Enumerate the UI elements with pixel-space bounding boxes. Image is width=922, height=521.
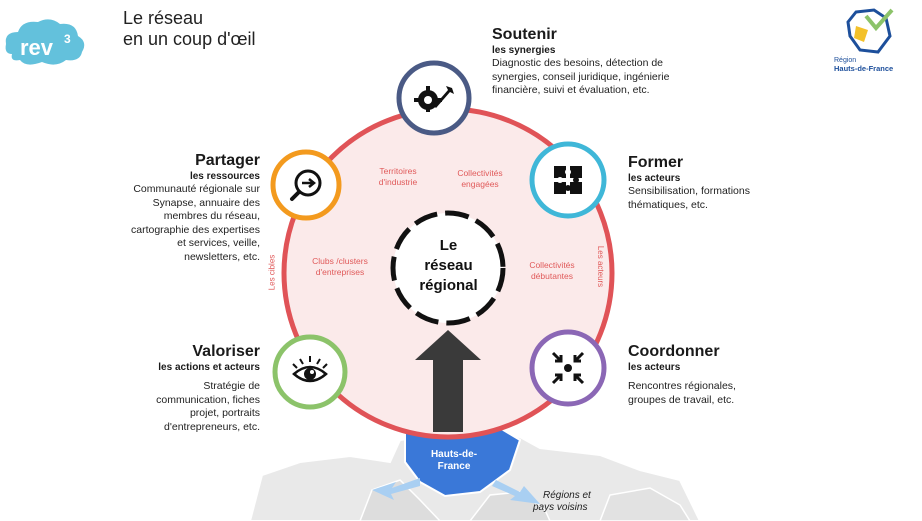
partager-node (270, 149, 342, 221)
soutenir-node (396, 60, 472, 136)
soutenir-desc-line: financière, suivi et évaluation, etc. (492, 84, 650, 96)
rev3-logo-sup: 3 (64, 32, 71, 46)
eye-icon (292, 356, 328, 383)
ring-label-ce-line2: engagées (461, 179, 499, 189)
rev3-logo: rev 3 (5, 19, 85, 65)
ring-label-cd-line2: débutantes (530, 271, 574, 281)
ring-label-clubs-line2: d'entreprises (315, 267, 365, 277)
center-line2: réseau (424, 257, 473, 274)
soutenir-title: Soutenir (492, 26, 557, 43)
arrow-right-neighbor (492, 480, 540, 504)
partager-desc-line: cartographie des expertises (131, 223, 260, 236)
valoriser-desc-line: projet, portraits (189, 407, 260, 419)
ring-label-ce-line1: Collectivités (457, 168, 503, 178)
center-line1: Le (439, 237, 458, 254)
ring-label-territoires-line2: d'industrie (378, 177, 418, 187)
region-hdf-logo (846, 8, 894, 54)
former-block: Former les acteurs Sensibilisation, form… (628, 154, 808, 212)
former-description: Sensibilisation, formations thématiques,… (628, 185, 808, 212)
hdf-label-line1: Hauts-de- (430, 449, 478, 460)
coordonner-block: Coordonner les acteurs Rencontres région… (628, 343, 808, 407)
ring-label-collectivites-debutantes: Collectivités débutantes (507, 260, 597, 282)
valoriser-desc-line: communication, fiches (156, 393, 260, 406)
coordonner-desc-line: Rencontres régionales, (628, 380, 736, 392)
hdf-label-line2: France (437, 461, 471, 472)
coordonner-description: Rencontres régionales, groupes de travai… (628, 380, 808, 407)
ring-label-clubs: Clubs /clusters d'entreprises (290, 256, 390, 278)
partager-desc-line: membres du réseau, (163, 210, 260, 222)
soutenir-subtitle: les synergies (492, 45, 556, 56)
page-title: Le réseau en un coup d'œil (123, 8, 256, 50)
partager-subtitle: les ressources (189, 171, 260, 182)
ring-label-territoires-line1: Territoires (379, 166, 417, 176)
partager-desc-line: et services, veille, (177, 237, 260, 249)
region-logo-name: Hauts-de-France (834, 64, 894, 73)
coordonner-desc-line: groupes de travail, etc. (628, 393, 735, 406)
valoriser-title: Valoriser (192, 343, 260, 360)
gear-wrench-icon (414, 86, 454, 112)
upward-arrow-shaft (433, 356, 463, 432)
center-label: Le réseau régional (396, 236, 501, 296)
partager-desc-line: newsletters, etc. (184, 250, 260, 263)
search-arrow-icon (290, 169, 322, 201)
valoriser-desc-line: Stratégie de (203, 380, 260, 392)
ring-label-clubs-line1: Clubs /clusters (312, 256, 368, 266)
partager-block: Partager les ressources Communauté régio… (70, 152, 260, 264)
arrow-left-neighbor (372, 478, 420, 500)
valoriser-description: Stratégie de communication, fiches proje… (100, 380, 260, 434)
region-logo-text: Région Hauts-de-France (834, 57, 912, 73)
ring-label-les-cibles: Les cibles (267, 254, 277, 291)
page-title-line1: Le réseau (123, 8, 204, 28)
partager-title: Partager (195, 152, 260, 169)
soutenir-block: Soutenir les synergies Diagnostic des be… (492, 26, 752, 98)
valoriser-desc-line: d'entrepreneurs, etc. (164, 420, 260, 433)
partager-desc-line: Communauté régionale sur (133, 183, 260, 195)
region-logo-small: Région (834, 57, 857, 64)
ring-label-collectivites-engagees: Collectivités engagées (440, 168, 520, 190)
ring-label-les-acteurs: Les acteurs (596, 245, 606, 288)
ring-label-territoires: Territoires d'industrie (358, 166, 438, 188)
valoriser-node (272, 334, 348, 410)
valoriser-block: Valoriser les actions et acteurs Stratég… (100, 343, 260, 434)
hauts-de-france-label: Hauts-de- France (419, 449, 489, 473)
neighbors-label-line1: Régions et (543, 490, 591, 501)
ring-label-cd-line1: Collectivités (529, 260, 575, 270)
former-desc-line: thématiques, etc. (628, 198, 708, 211)
center-dashed-ring (390, 210, 506, 326)
former-desc-line: Sensibilisation, formations (628, 185, 750, 197)
coordonner-subtitle: les acteurs (628, 362, 681, 373)
upward-arrow-head (415, 330, 481, 360)
soutenir-desc-line: Diagnostic des besoins, détection de (492, 57, 664, 69)
coordonner-node (529, 329, 607, 407)
converge-arrows-icon (551, 351, 585, 385)
former-title: Former (628, 154, 684, 171)
partager-desc-line: Synapse, annuaire des (152, 196, 260, 209)
coordonner-title: Coordonner (628, 343, 720, 360)
soutenir-description: Diagnostic des besoins, détection de syn… (492, 57, 752, 98)
soutenir-desc-line: synergies, conseil juridique, ingénierie (492, 70, 670, 83)
neighbors-label: Régions et pays voisins (533, 490, 591, 514)
rev3-logo-text: rev (20, 35, 54, 60)
former-subtitle: les acteurs (628, 173, 681, 184)
center-line3: régional (419, 277, 478, 294)
page-title-line2: en un coup d'œil (123, 29, 256, 49)
valoriser-subtitle: les actions et acteurs (158, 362, 260, 373)
neighbors-label-line2: pays voisins (533, 502, 588, 513)
former-node (529, 141, 607, 219)
partager-description: Communauté régionale sur Synapse, annuai… (70, 183, 260, 264)
puzzle-icon (554, 166, 582, 194)
